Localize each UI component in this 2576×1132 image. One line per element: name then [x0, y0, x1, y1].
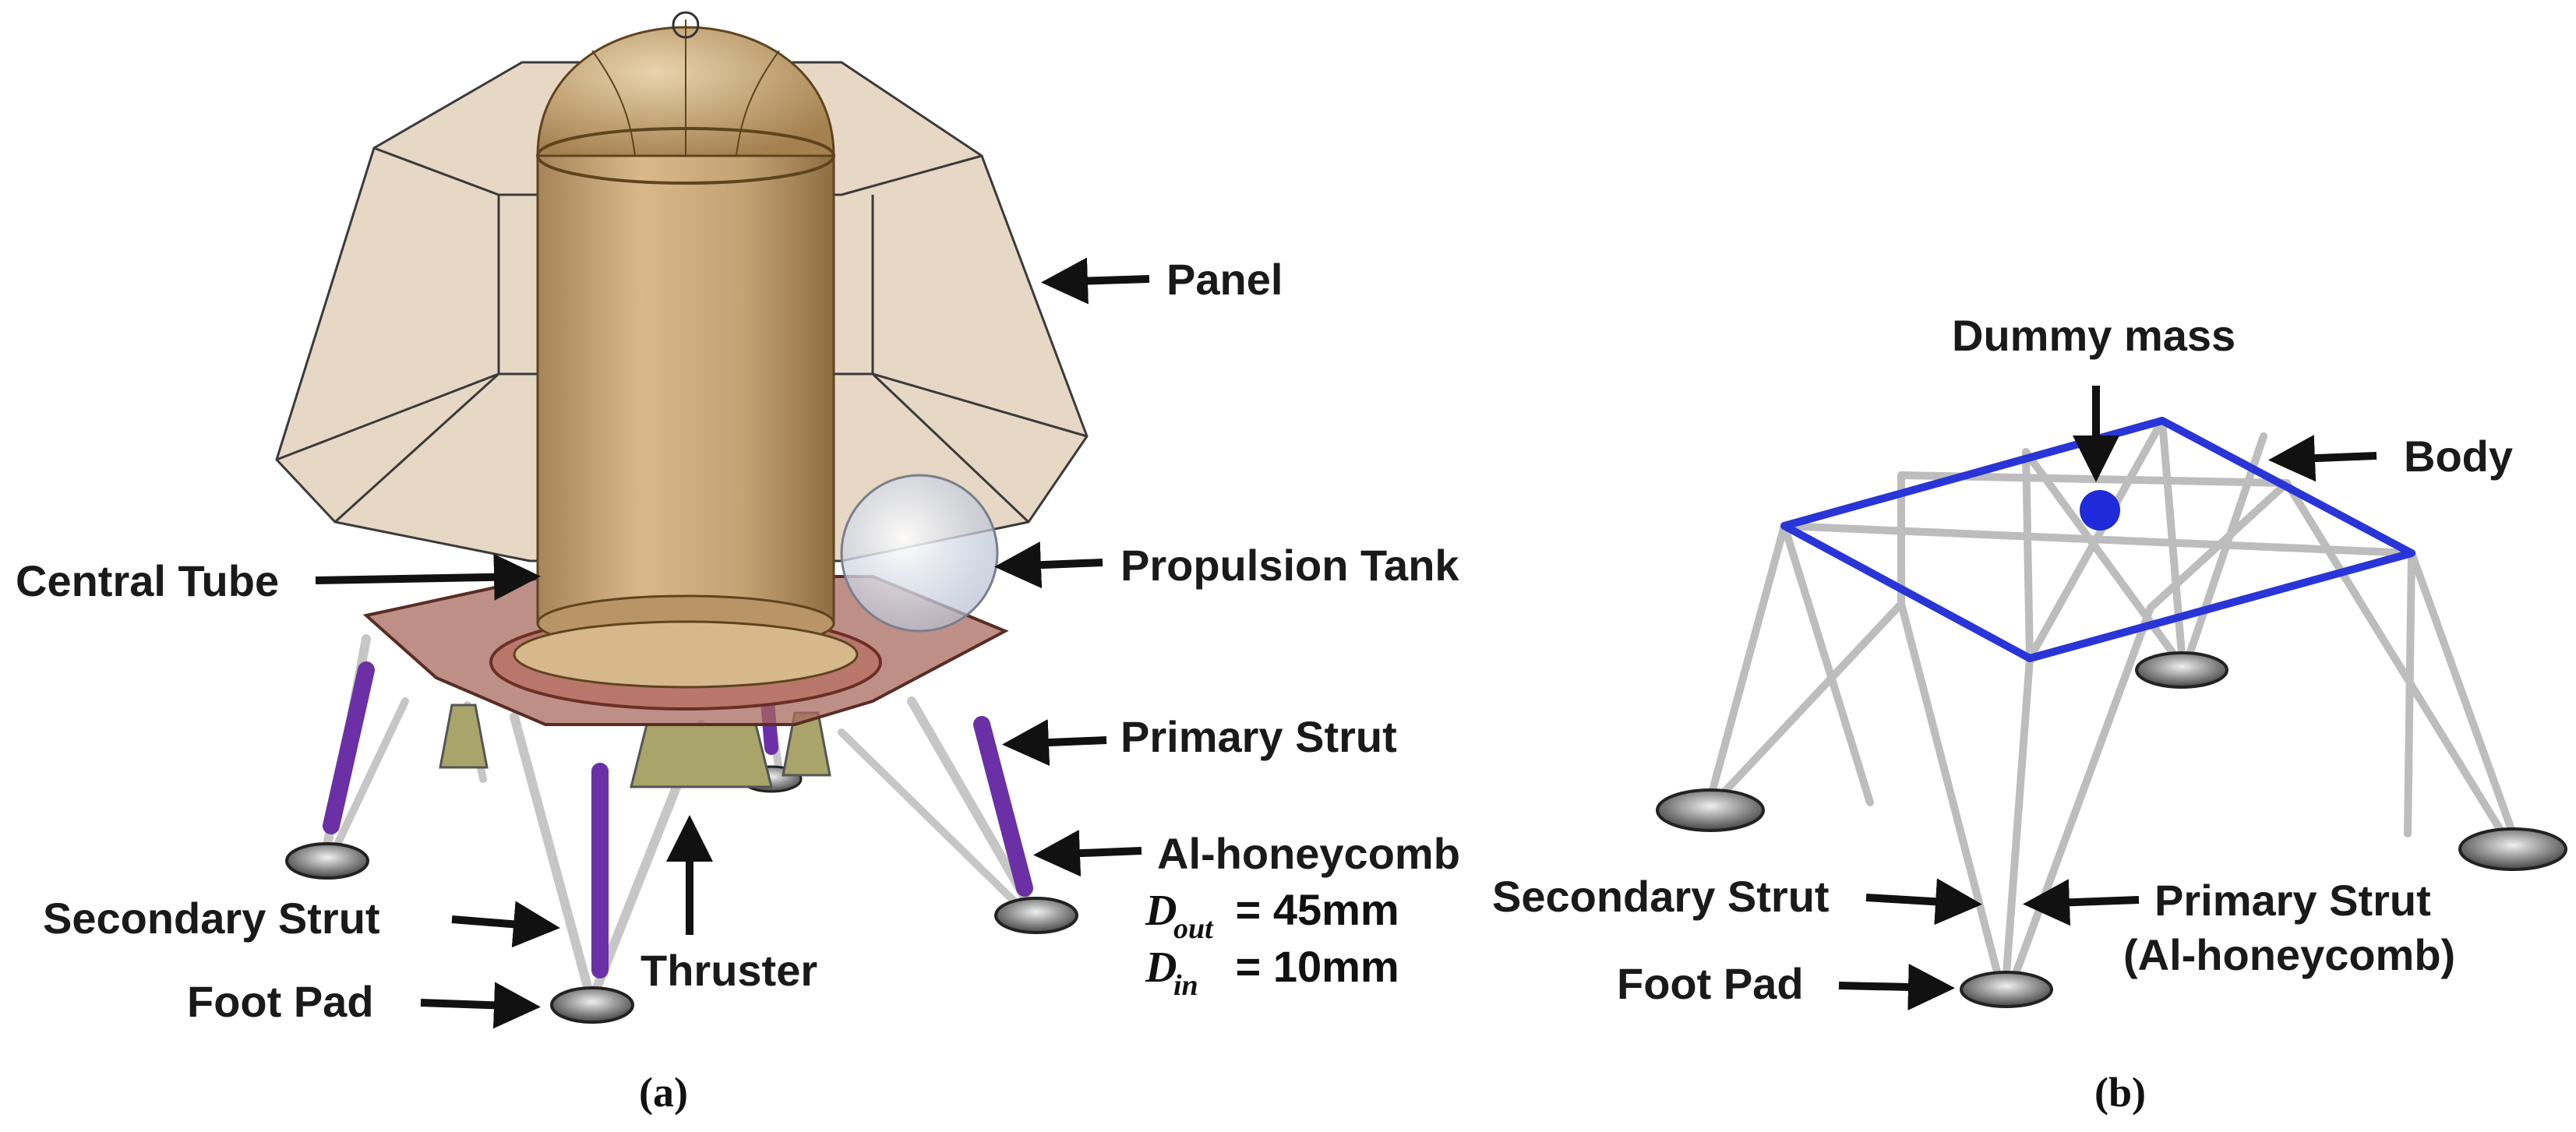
label-primary-strut-note: (Al-honeycomb): [2123, 930, 2455, 979]
frame-foot-pads: [1656, 651, 2567, 1008]
arrow-propulsion-tank: [994, 541, 1103, 589]
body-frame: [1780, 417, 2415, 662]
label-foot-pad-a: Foot Pad: [187, 977, 374, 1026]
arrow-foot-pad-b: [1838, 963, 1955, 1010]
lander-model-drawing: [275, 11, 1089, 1024]
frame-model-drawing: [1656, 417, 2567, 1008]
d-out-value: = 45mm: [1223, 885, 1399, 934]
caption-b: (b): [2094, 1069, 2146, 1116]
arrow-body: [2268, 435, 2377, 482]
arrow-panel: [1041, 257, 1150, 305]
label-al-honeycomb: Al-honeycomb: [1157, 829, 1460, 878]
d-in-symbol: D: [1145, 943, 1177, 992]
propulsion-tank-sphere: [840, 474, 999, 633]
panel-b-arrows: [1838, 386, 2377, 1010]
arrow-foot-pad-a: [420, 982, 541, 1029]
arrow-al-honeycomb: [1033, 830, 1142, 877]
panel-a-arrows: [315, 257, 1150, 1029]
d-in-value: = 10mm: [1223, 942, 1399, 991]
label-secondary-strut-a: Secondary Strut: [43, 894, 380, 943]
label-primary-strut: Primary Strut: [1120, 712, 1397, 761]
dummy-mass-point: [2080, 490, 2120, 531]
d-in-subscript: in: [1173, 969, 1198, 1002]
dimension-d-in: D in = 10mm: [1145, 942, 1399, 1002]
label-thruster: Thruster: [640, 946, 817, 995]
caption-a: (a): [639, 1069, 688, 1116]
label-propulsion-tank: Propulsion Tank: [1120, 541, 1459, 590]
label-dummy-mass: Dummy mass: [1952, 311, 2235, 360]
arrow-secondary-strut: [451, 901, 560, 948]
arrow-secondary-strut-b: [1865, 878, 1982, 926]
label-panel: Panel: [1166, 255, 1283, 304]
label-body: Body: [2404, 432, 2513, 481]
arrow-central-tube: [315, 553, 541, 601]
label-primary-strut-b: Primary Strut: [2154, 876, 2431, 925]
d-out-subscript: out: [1173, 912, 1214, 945]
lander-thrusters: [439, 704, 831, 788]
arrow-primary-strut: [1002, 719, 1107, 767]
label-central-tube: Central Tube: [16, 556, 279, 605]
label-secondary-strut-b: Secondary Strut: [1492, 872, 1830, 921]
d-out-symbol: D: [1145, 887, 1177, 935]
central-tube: [513, 11, 859, 689]
label-foot-pad-b: Foot Pad: [1617, 959, 1804, 1008]
dimension-d-out: D out = 45mm: [1145, 885, 1399, 945]
arrow-primary-strut-b: [2023, 879, 2140, 926]
